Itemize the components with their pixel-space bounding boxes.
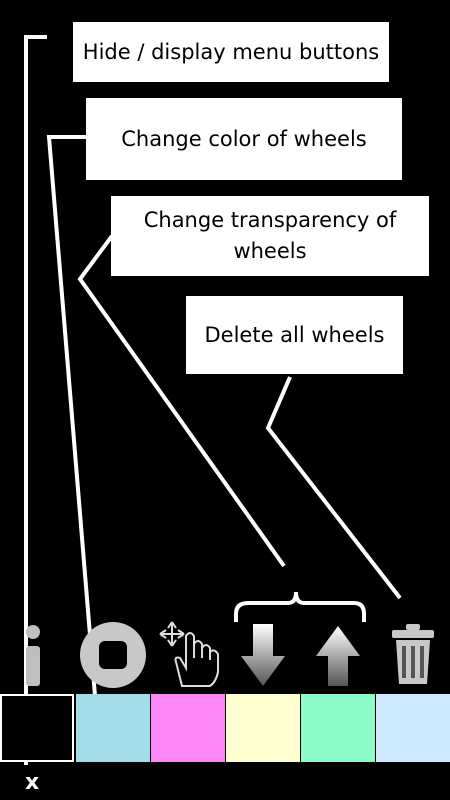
- callout-hide-display-menu: Hide / display menu buttons: [73, 22, 389, 82]
- connector-delete: [265, 376, 402, 600]
- menu-toggle-x[interactable]: x: [25, 770, 40, 795]
- connector-color: [46, 135, 99, 721]
- info-icon[interactable]: [18, 618, 48, 690]
- arrow-up-icon[interactable]: [314, 618, 362, 690]
- wheel-icon[interactable]: [78, 618, 148, 690]
- color-swatch-1[interactable]: [0, 694, 74, 762]
- callout-delete-all: Delete all wheels: [186, 296, 403, 374]
- color-swatch-3[interactable]: [151, 694, 225, 762]
- callout-change-color: Change color of wheels: [86, 98, 402, 180]
- color-swatch-4[interactable]: [226, 694, 300, 762]
- color-swatch-6[interactable]: [376, 694, 450, 762]
- trash-icon[interactable]: [389, 618, 437, 690]
- arrow-down-icon[interactable]: [239, 618, 287, 690]
- move-hand-icon[interactable]: [158, 618, 220, 690]
- color-swatch-2[interactable]: [76, 694, 150, 762]
- color-swatch-5[interactable]: [301, 694, 375, 762]
- callout-change-transparency: Change transparency of wheels: [111, 196, 429, 276]
- connector-transparency: [77, 234, 286, 568]
- connector-menu: [24, 35, 47, 765]
- brace-transparency: [234, 591, 366, 622]
